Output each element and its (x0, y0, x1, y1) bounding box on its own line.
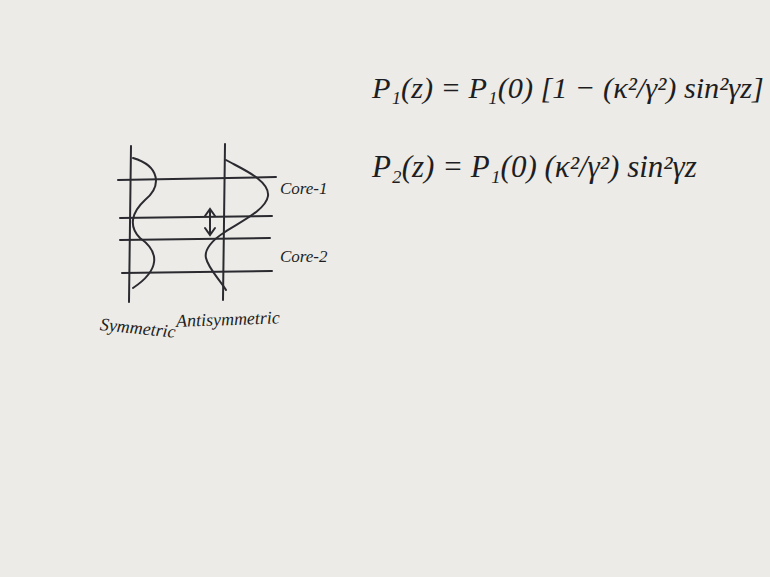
core-label: Core-1 (280, 180, 328, 199)
power-equation: P₂(z) = P₁(0) (κ²/γ²) sin²γz (372, 150, 697, 184)
mode-label: Symmetric (99, 315, 177, 343)
core-label: Core-2 (280, 248, 328, 267)
power-equation: P₁(z) = P₁(0) [1 − (κ²/γ²) sin²γz] (372, 72, 764, 105)
mode-label: Antisymmetric (176, 308, 281, 331)
